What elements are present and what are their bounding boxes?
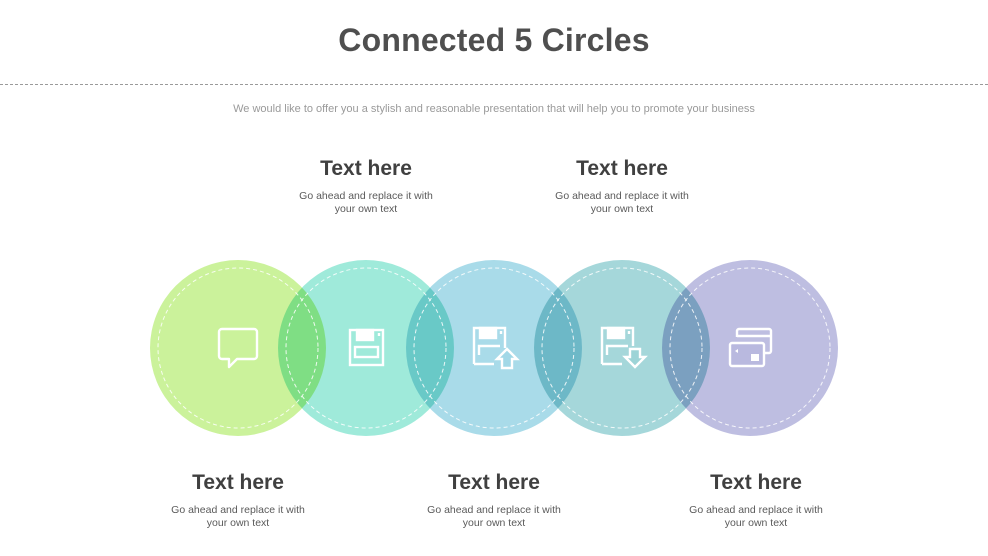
credit-cards-icon — [728, 327, 773, 368]
circle-3-label: Text here Go ahead and replace it with y… — [394, 470, 594, 529]
circle-3 — [406, 260, 582, 436]
circle-2-description: Go ahead and replace it with your own te… — [266, 190, 466, 215]
page-subtitle: We would like to offer you a stylish and… — [233, 103, 755, 115]
circle-5-label: Text here Go ahead and replace it with y… — [656, 470, 856, 529]
circle-4-heading: Text here — [576, 157, 668, 180]
circle-3-description: Go ahead and replace it with your own te… — [394, 504, 594, 529]
circle-5-description-line-1: Go ahead and replace it with — [689, 504, 823, 516]
circle-1-description-line-2: your own text — [206, 516, 270, 529]
circle-5-description-line-2: your own text — [724, 516, 788, 529]
circle-2-description-line-2: your own text — [334, 202, 398, 215]
circle-2-label: Text here Go ahead and replace it with y… — [266, 156, 466, 215]
circle-4-label: Text here Go ahead and replace it with y… — [522, 156, 722, 215]
circle-1-heading: Text here — [192, 471, 284, 494]
circle-1-description: Go ahead and replace it with your own te… — [138, 504, 338, 529]
circle-2-description-line-1: Go ahead and replace it with — [299, 190, 433, 202]
circle-5-description: Go ahead and replace it with your own te… — [656, 504, 856, 529]
circle-3-heading: Text here — [448, 471, 540, 494]
circle-4-description-line-1: Go ahead and replace it with — [555, 190, 689, 202]
circle-1-label: Text here Go ahead and replace it with y… — [138, 470, 338, 529]
page-title: Connected 5 Circles — [338, 22, 650, 58]
circle-2-heading: Text here — [320, 157, 412, 180]
circle-1 — [150, 260, 326, 436]
circle-4 — [534, 260, 710, 436]
floppy-disk-upload-icon — [472, 326, 520, 370]
speech-bubble-icon — [217, 327, 259, 369]
circle-3-description-line-2: your own text — [462, 516, 526, 529]
circle-4-description-line-2: your own text — [590, 202, 654, 215]
dashed-rings — [157, 267, 831, 429]
circle-3-description-line-1: Go ahead and replace it with — [427, 504, 561, 516]
title-divider — [0, 84, 988, 85]
circle-4-description: Go ahead and replace it with your own te… — [522, 190, 722, 215]
floppy-disk-download-icon — [600, 326, 648, 369]
circle-5-heading: Text here — [710, 471, 802, 494]
floppy-disk-icon — [348, 328, 385, 367]
circle-1-description-line-1: Go ahead and replace it with — [171, 504, 305, 516]
